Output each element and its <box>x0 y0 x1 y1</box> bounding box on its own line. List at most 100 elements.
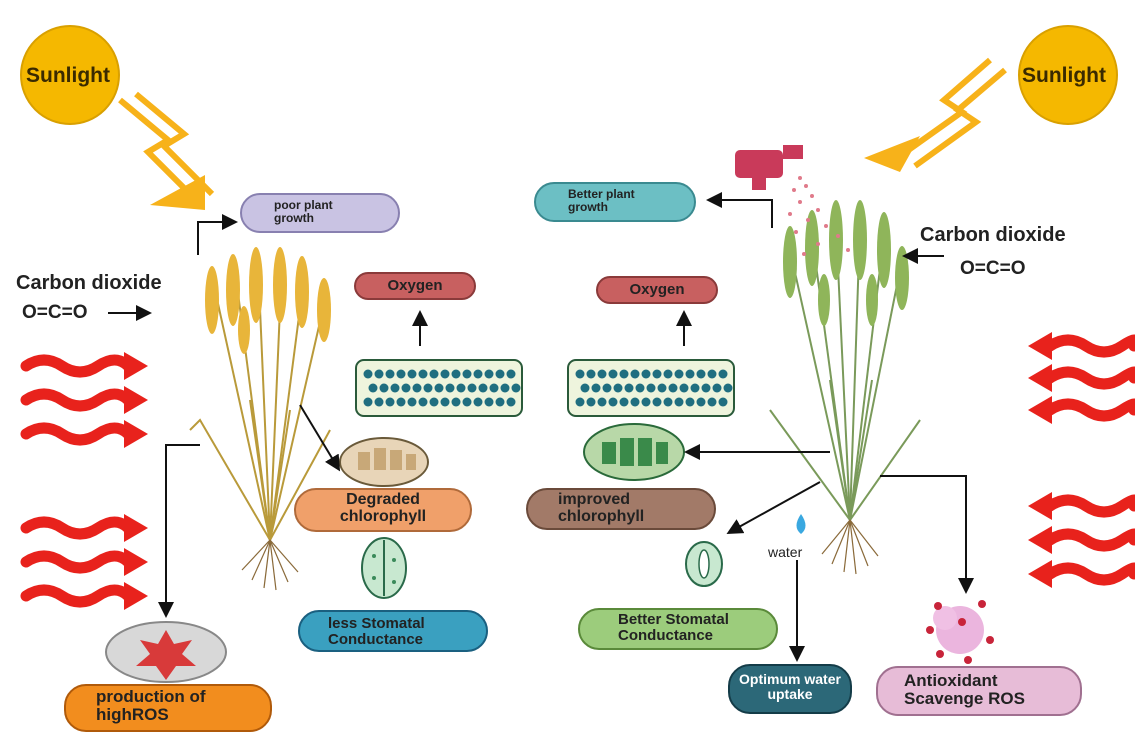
molecule-dot <box>642 370 651 379</box>
molecule-dot <box>364 398 373 407</box>
less-stomatal-conductance-label: less Stomatal Conductance <box>328 616 448 648</box>
poor-plant-growth-box: poor plant growth <box>240 193 400 233</box>
molecule-dot <box>576 370 585 379</box>
molecule-dot <box>609 370 618 379</box>
sunlight-label-left: Sunlight <box>26 64 110 88</box>
better-plant-growth-label: Better plant growth <box>568 188 658 213</box>
molecule-dot <box>424 384 433 393</box>
molecule-dot <box>675 370 684 379</box>
sunlight-ray-icon <box>864 136 920 172</box>
co2-title-left: Carbon dioxide <box>16 272 162 295</box>
degraded-chlorophyll-label: Degraded chlorophyll <box>328 492 438 526</box>
molecule-dot <box>653 370 662 379</box>
molecule-dot <box>463 370 472 379</box>
molecule-dot <box>408 398 417 407</box>
molecule-dot <box>364 370 373 379</box>
production-of-high-ros-box: production of highROS <box>64 684 272 732</box>
molecule-dot <box>664 398 673 407</box>
molecule-dot <box>587 370 596 379</box>
better-plant-growth-box: Better plant growth <box>534 182 696 222</box>
molecule-dot <box>697 370 706 379</box>
molecule-dot <box>386 398 395 407</box>
molecule-dot <box>598 370 607 379</box>
molecule-dot <box>413 384 422 393</box>
heat-wave-arrow-icon <box>1050 340 1135 580</box>
molecule-dot <box>507 370 516 379</box>
molecule-dot <box>474 370 483 379</box>
molecule-dot <box>576 398 585 407</box>
heat-wave-arrow-icon <box>124 352 148 610</box>
molecule-dot <box>702 384 711 393</box>
molecule-dot <box>719 370 728 379</box>
molecule-dot <box>686 398 695 407</box>
molecule-dot <box>375 370 384 379</box>
molecule-dot <box>391 384 400 393</box>
poor-plant-growth-label: poor plant growth <box>274 199 344 224</box>
molecule-dot <box>713 384 722 393</box>
mitochondria-icon <box>106 622 226 682</box>
molecule-dot <box>642 398 651 407</box>
optimum-water-uptake-box: Optimum water uptake <box>728 664 852 714</box>
molecule-dot <box>507 398 516 407</box>
wheat-plant-icon <box>190 247 331 590</box>
improved-chlorophyll-label: improved chlorophyll <box>558 492 668 526</box>
optimum-water-uptake-label: Optimum water uptake <box>735 672 845 701</box>
molecule-dot <box>581 384 590 393</box>
molecule-dot <box>441 398 450 407</box>
antioxidant-scavenge-ros-box: Antioxidant Scavenge ROS <box>876 666 1082 716</box>
molecule-dot <box>653 398 662 407</box>
molecule-dot <box>446 384 455 393</box>
stomata-icon <box>362 538 406 598</box>
molecule-dot <box>386 370 395 379</box>
molecule-dot <box>457 384 466 393</box>
molecule-dot <box>496 370 505 379</box>
sunlight-ray-icon <box>900 60 1005 166</box>
co2-formula-right: O=C=O <box>960 258 1025 280</box>
molecule-dot <box>397 370 406 379</box>
better-stomatal-conductance-box: Better Stomatal Conductance <box>578 608 778 650</box>
molecule-dot <box>490 384 499 393</box>
better-stomatal-conductance-label: Better Stomatal Conductance <box>618 612 758 644</box>
co2-title-right: Carbon dioxide <box>920 224 1066 247</box>
molecule-dot <box>408 370 417 379</box>
molecule-dot <box>675 398 684 407</box>
molecule-dot <box>680 384 689 393</box>
molecule-dot <box>397 398 406 407</box>
molecule-dot <box>636 384 645 393</box>
molecule-dot <box>592 384 601 393</box>
co2-formula-left: O=C=O <box>22 302 87 324</box>
molecule-dot <box>380 384 389 393</box>
molecule-dot <box>468 384 477 393</box>
molecule-dot <box>485 398 494 407</box>
molecule-dot <box>419 370 428 379</box>
water-label: water <box>768 544 802 560</box>
molecule-dot <box>620 370 629 379</box>
molecule-dot <box>631 370 640 379</box>
molecule-dot <box>479 384 488 393</box>
molecule-dot <box>631 398 640 407</box>
molecule-dot <box>452 398 461 407</box>
molecule-dot <box>430 370 439 379</box>
molecule-dot <box>501 384 510 393</box>
chloroplast-icon <box>340 438 428 486</box>
molecule-dot <box>708 370 717 379</box>
molecule-dot <box>587 398 596 407</box>
molecule-dot <box>375 398 384 407</box>
molecule-dot <box>452 370 461 379</box>
degraded-chlorophyll-box: Degraded chlorophyll <box>294 488 472 532</box>
molecule-dot <box>625 384 634 393</box>
molecule-dot <box>658 384 667 393</box>
heat-wave-arrow-icon <box>26 360 128 602</box>
molecule-dot <box>474 398 483 407</box>
molecule-dot <box>419 398 428 407</box>
water-droplet-icon <box>797 514 806 534</box>
production-of-high-ros-label: production of highROS <box>96 688 216 724</box>
molecule-dot <box>463 398 472 407</box>
molecule-dot <box>708 398 717 407</box>
molecule-dot <box>435 384 444 393</box>
oxygen-label-right: Oxygen <box>629 281 684 298</box>
molecule-dot <box>485 370 494 379</box>
molecule-dot <box>441 370 450 379</box>
